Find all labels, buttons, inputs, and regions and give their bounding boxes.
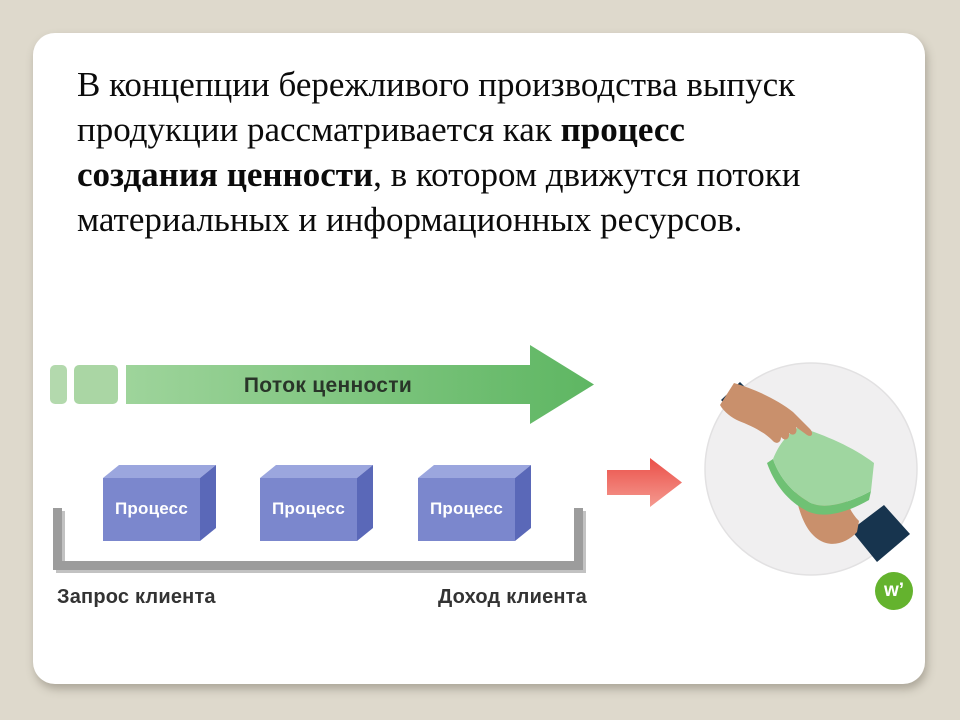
text-line-1: В концепции бережливого производства вып… bbox=[77, 62, 800, 107]
box-side-face bbox=[357, 465, 373, 541]
text-line-4: материальных и информационных ресурсов. bbox=[77, 197, 800, 242]
arrow-segment-medium bbox=[74, 365, 118, 404]
text-segment: материальных и информационных ресурсов. bbox=[77, 200, 743, 239]
watermark-logo: w’ bbox=[875, 572, 913, 610]
process-box-2-label: Процесс bbox=[272, 499, 345, 518]
box-front-face bbox=[418, 478, 515, 541]
watermark-logo-glyph: w’ bbox=[883, 579, 905, 601]
money-stack-edge bbox=[767, 459, 871, 515]
text-segment: В концепции бережливого производства вып… bbox=[77, 65, 796, 104]
receiving-sleeve bbox=[851, 505, 910, 562]
red-arrow-icon bbox=[607, 458, 682, 507]
bold-phrase-value-creation: создания ценности bbox=[77, 155, 374, 194]
box-side-face bbox=[515, 465, 531, 541]
text-line-3: создания ценности, в котором движутся по… bbox=[77, 152, 800, 197]
box-side-face bbox=[200, 465, 216, 541]
process-box-3-label: Процесс bbox=[430, 499, 503, 518]
text-segment: , в котором движутся потоки bbox=[373, 155, 801, 194]
arrow-segment-small bbox=[50, 365, 67, 404]
process-box-2 bbox=[260, 465, 373, 541]
process-box-3 bbox=[418, 465, 531, 541]
money-stack bbox=[773, 427, 874, 506]
box-top-face bbox=[103, 465, 216, 478]
process-box-1 bbox=[103, 465, 216, 541]
slide-card: В концепции бережливого производства вып… bbox=[33, 33, 925, 684]
text-segment: продукции рассматривается как bbox=[77, 110, 561, 149]
box-top-face bbox=[260, 465, 373, 478]
arrow-body bbox=[126, 345, 594, 424]
value-stream-arrow bbox=[50, 345, 594, 424]
customer-income-label: Доход клиента bbox=[437, 586, 587, 608]
box-front-face bbox=[260, 478, 357, 541]
box-front-face bbox=[103, 478, 200, 541]
box-top-face bbox=[418, 465, 531, 478]
text-line-2: продукции рассматривается как процесс bbox=[77, 107, 800, 152]
customer-request-label: Запрос клиента bbox=[57, 586, 216, 608]
giving-hand bbox=[720, 383, 813, 443]
timeline-bracket bbox=[53, 508, 583, 570]
value-stream-diagram bbox=[50, 345, 918, 576]
handover-illustration bbox=[704, 362, 918, 576]
body-text: В концепции бережливого производства вып… bbox=[77, 62, 800, 242]
bold-phrase-process: процесс bbox=[560, 110, 685, 149]
process-box-1-label: Процесс bbox=[115, 499, 188, 518]
value-stream-label: Поток ценности bbox=[243, 374, 413, 397]
